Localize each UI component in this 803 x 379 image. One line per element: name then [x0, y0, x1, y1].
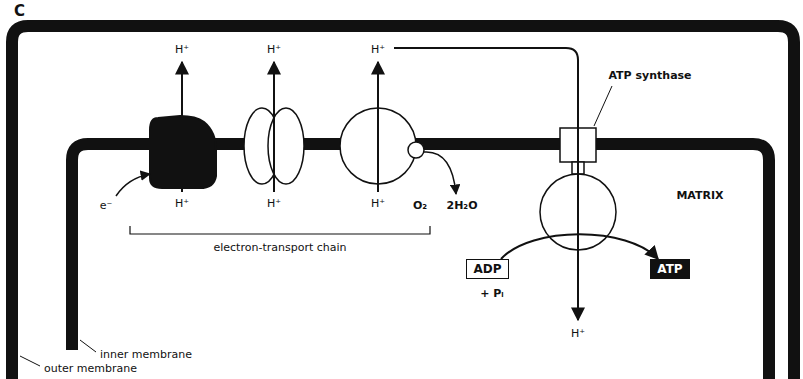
label: H⁺	[371, 198, 385, 211]
leader-line	[20, 356, 40, 366]
label: e⁻	[100, 200, 113, 213]
label: H⁺	[267, 198, 281, 211]
label: C	[14, 3, 25, 20]
proton-arrow	[377, 62, 379, 192]
label: 2H₂O	[446, 200, 477, 213]
label: outer membrane	[44, 363, 137, 376]
proton-flow-arrow	[394, 48, 578, 320]
molecule-box: ADP	[466, 259, 509, 279]
electron-arrow	[116, 174, 150, 196]
leader-line	[594, 86, 612, 126]
label: H⁺	[175, 198, 189, 211]
label: H⁺	[267, 44, 281, 57]
label: H⁺	[571, 328, 585, 341]
outer-membrane	[12, 26, 794, 379]
label: ATP synthase	[608, 70, 691, 83]
label: H⁺	[371, 44, 385, 57]
label: H⁺	[175, 44, 189, 57]
molecule-box: ATP	[650, 259, 690, 279]
water-arrow	[424, 152, 456, 194]
molecule-name: ADP	[473, 262, 501, 276]
proton-arrow	[181, 62, 183, 192]
label: + Pᵢ	[480, 288, 504, 301]
molecule-name: ATP	[657, 262, 682, 276]
label: O₂	[413, 200, 427, 213]
reaction-arrow	[501, 234, 658, 259]
bracket	[130, 226, 430, 234]
label: electron-transport chain	[213, 242, 346, 255]
proton-arrow	[273, 62, 275, 192]
label: inner membrane	[100, 349, 192, 362]
label: MATRIX	[676, 190, 723, 203]
leader-line	[80, 340, 96, 352]
complex-pocket	[408, 142, 424, 158]
